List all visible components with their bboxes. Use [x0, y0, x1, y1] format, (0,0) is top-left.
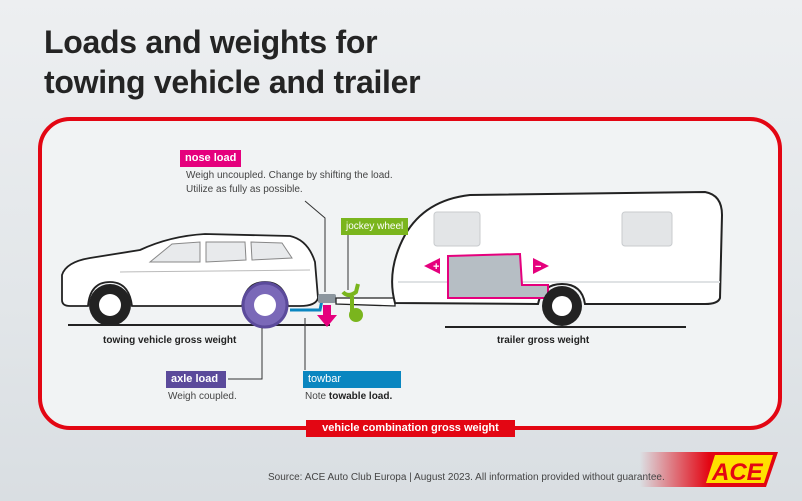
shift-plus: +: [433, 261, 439, 273]
coupling-icon: [318, 294, 336, 303]
title-line-1: Loads and weights for: [44, 24, 378, 60]
towbar-text-bold: towable load.: [328, 391, 393, 402]
nose-load-leader: [304, 200, 326, 292]
load-icon: [447, 252, 549, 299]
shift-forward-arrow-icon: [424, 258, 440, 274]
jockey-wheel-icon: [341, 283, 363, 322]
ace-logo: ACE: [640, 452, 778, 487]
shift-minus: −: [535, 261, 541, 273]
shift-backward-arrow-icon: [533, 258, 549, 274]
axle-load-leader: [228, 328, 263, 380]
page-title: Loads and weights for towing vehicle and…: [44, 22, 421, 102]
towbar-icon: [290, 299, 324, 312]
towbar-badge: towbar: [303, 371, 401, 388]
towbar-text-prefix: Note: [305, 391, 327, 402]
nose-load-badge: nose load: [180, 150, 242, 167]
trailer-gross-weight: trailer gross weight: [497, 335, 590, 346]
source-note: Source: ACE Auto Club Europa | August 20…: [268, 472, 665, 483]
nose-load-text-2: Utilize as fully as possible.: [186, 184, 303, 195]
title-line-2: towing vehicle and trailer: [44, 64, 421, 100]
svg-text:ACE: ACE: [711, 459, 764, 486]
towing-vehicle-gross-weight: towing vehicle gross weight: [103, 335, 237, 346]
nose-load-text-1: Weigh uncoupled. Change by shifting the …: [186, 170, 393, 181]
axle-load-badge: axle load: [166, 371, 226, 388]
towbar-text: Note towable load.: [305, 390, 392, 404]
nose-load-arrow-icon: [317, 305, 337, 327]
jockey-wheel-badge: jockey wheel: [341, 218, 409, 235]
axle-load-text: Weigh coupled.: [168, 391, 237, 402]
vehicle-combination-gross-weight-badge: vehicle combination gross weight: [306, 420, 515, 437]
car-icon: [61, 233, 319, 329]
